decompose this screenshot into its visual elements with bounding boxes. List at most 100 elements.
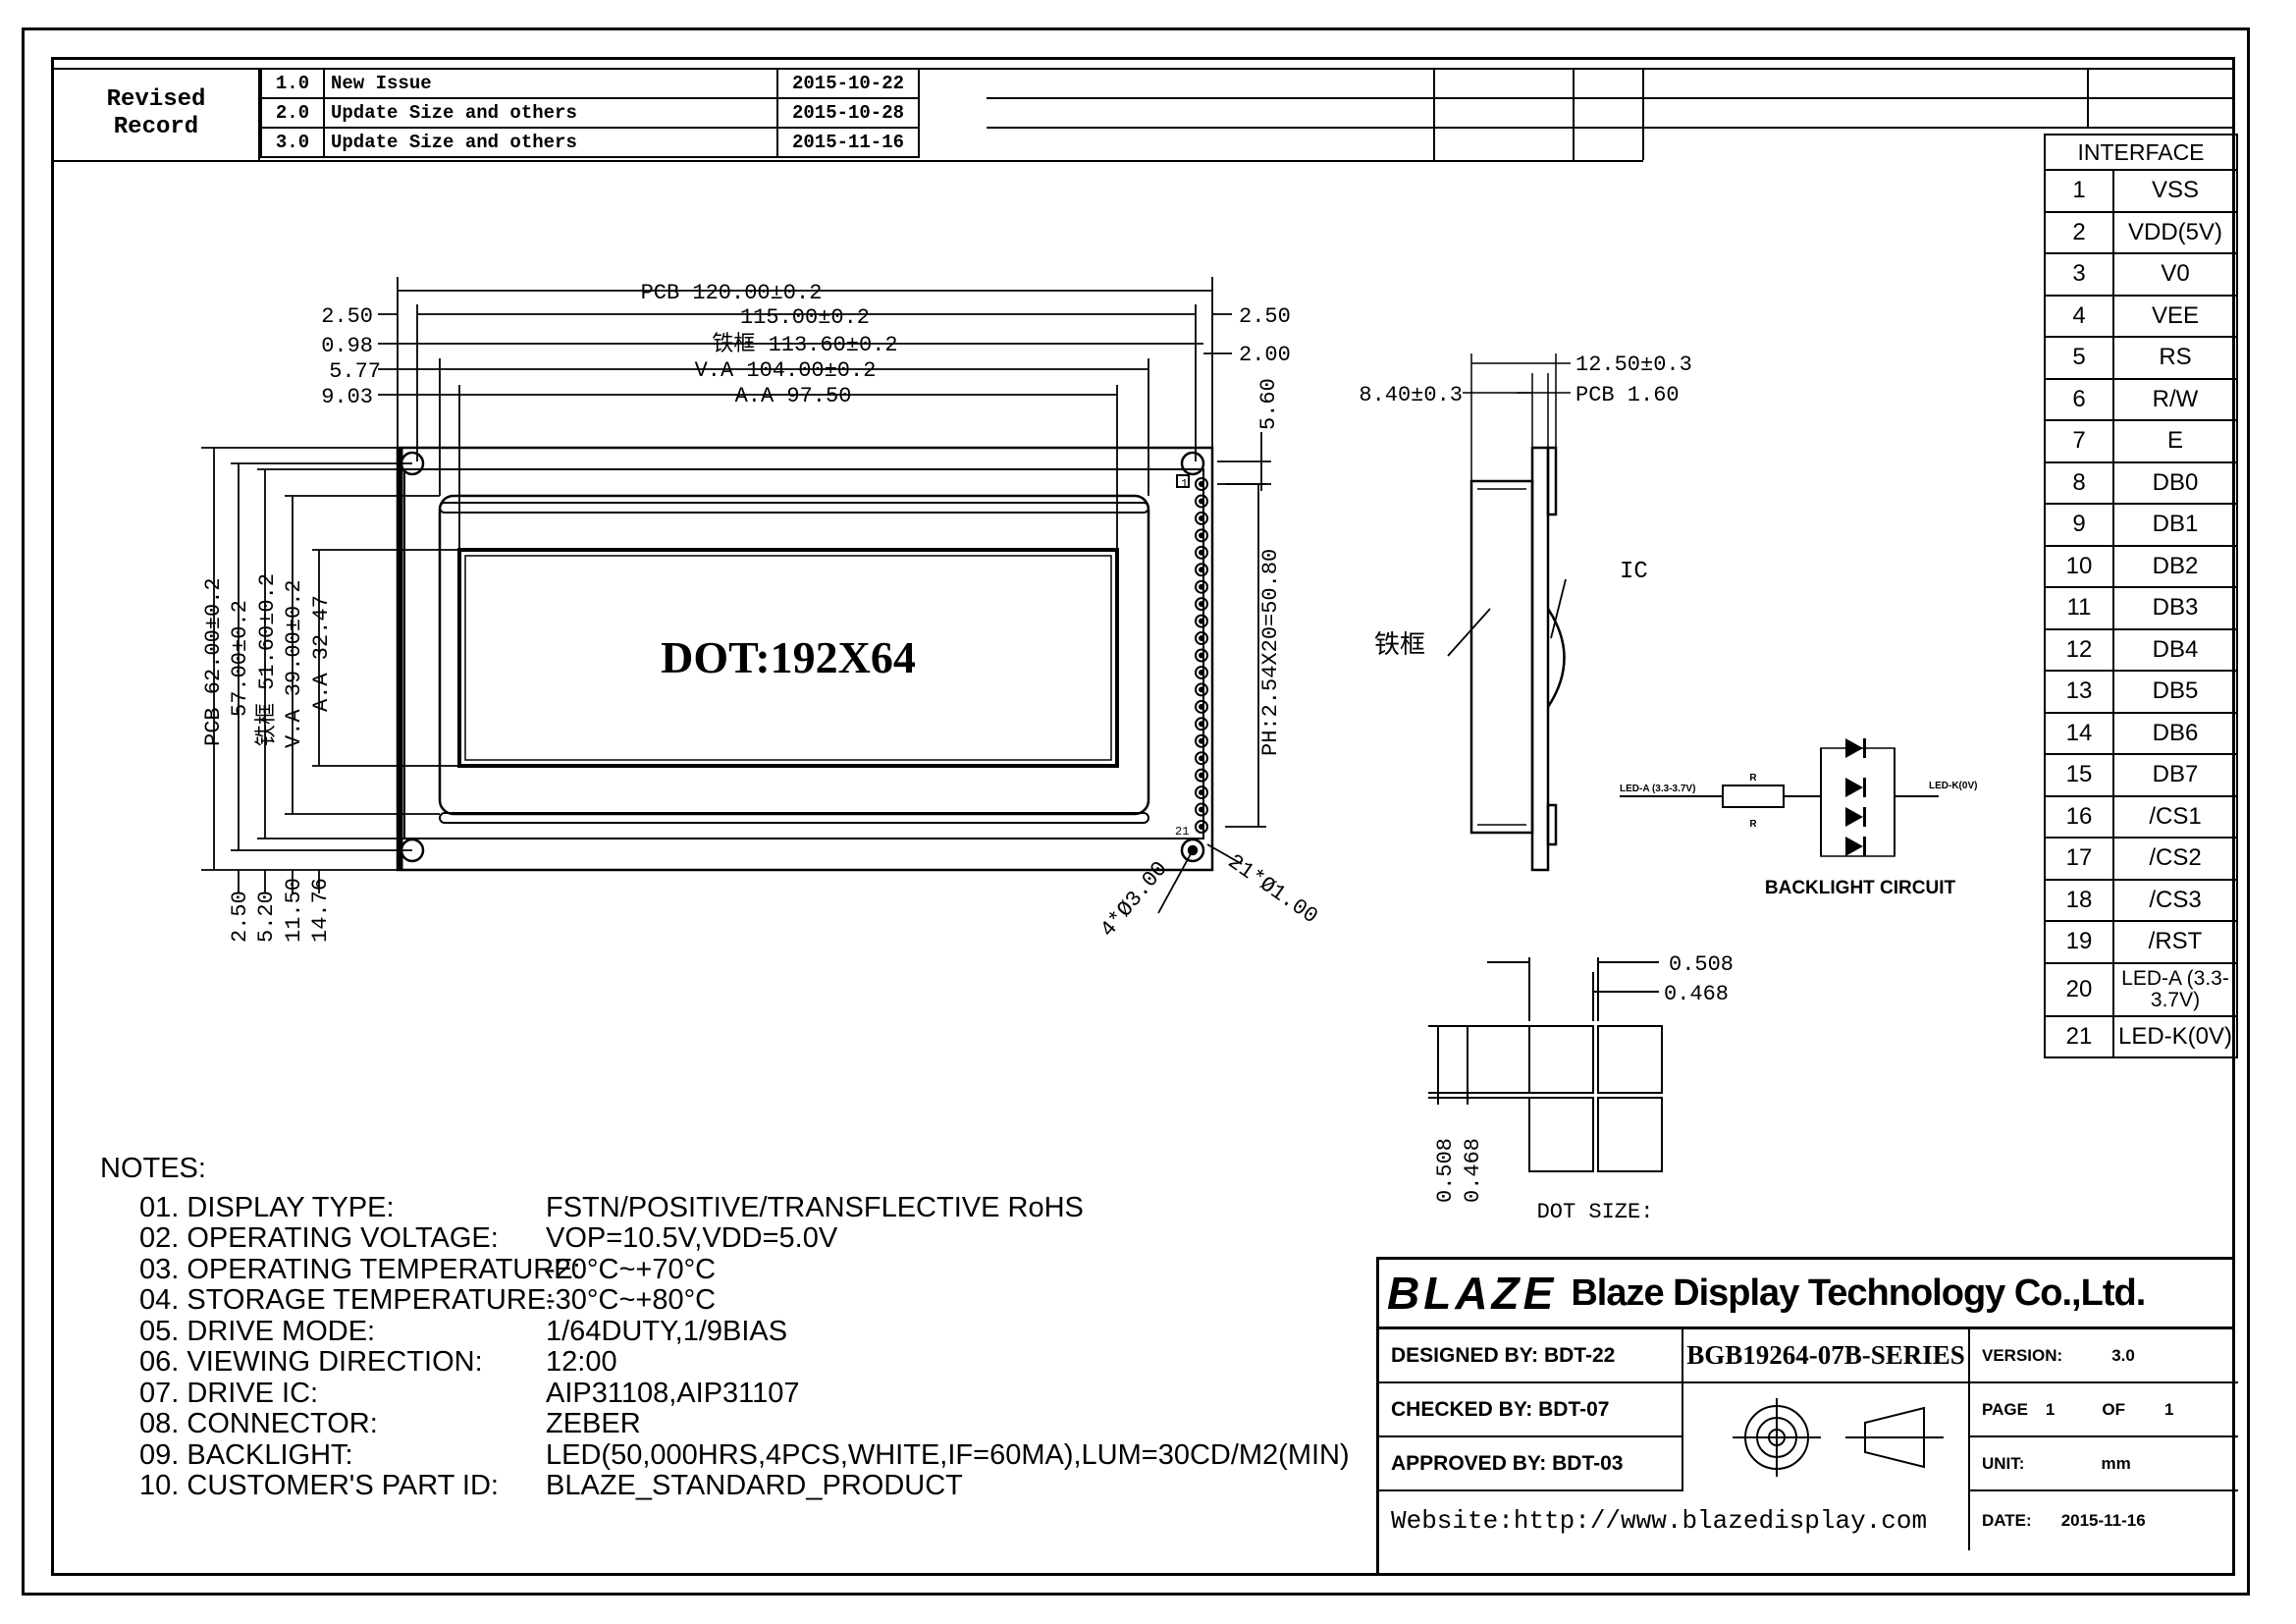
- note-value: AIP31108,AIP31107: [546, 1377, 800, 1409]
- note-key: 01. DISPLAY TYPE:: [139, 1191, 395, 1223]
- dim-frame-height: 铁框 51.60±0.2: [254, 573, 280, 746]
- side-dim-frame: 8.40±0.3: [1359, 383, 1463, 407]
- pin-hole: [1199, 772, 1204, 779]
- side-view: [1447, 353, 1571, 872]
- dim-115: 115.00±0.2: [740, 305, 870, 330]
- projection-symbol: [1733, 1398, 1944, 1477]
- pin-number: 9: [2044, 503, 2114, 547]
- pin-number: 4: [2044, 294, 2114, 338]
- pin-signal: /CS1: [2112, 794, 2238, 839]
- note-item: 05. DRIVE MODE:1/64DUTY,1/9BIAS: [100, 1315, 1350, 1348]
- note-item: 04. STORAGE TEMPERATURE:-30°C~+80°C: [100, 1284, 1350, 1317]
- pin-hole: [1199, 721, 1204, 728]
- pin-number: 21: [2044, 1014, 2114, 1058]
- drawing-outer-border: [22, 27, 2250, 1596]
- note-item: 01. DISPLAY TYPE: FSTN/POSITIVE/TRANSFLEC…: [100, 1191, 1350, 1224]
- pin-hole: [1199, 737, 1204, 744]
- offset-bottom-4: 14.76: [308, 878, 333, 943]
- pin-pad: [1195, 477, 1208, 491]
- pin-hole: [1199, 686, 1204, 693]
- mount-hole: [1180, 838, 1205, 863]
- dot-width-label: 0.468: [1664, 982, 1729, 1006]
- offset-left-3: 5.77: [329, 359, 381, 384]
- dim-57: 57.00±0.2: [228, 600, 252, 717]
- note-value: FSTN/POSITIVE/TRANSFLECTIVE RoHS: [546, 1191, 1084, 1223]
- note-key: 07. DRIVE IC:: [139, 1377, 319, 1409]
- pin-number: 7: [2044, 419, 2114, 463]
- pin-pad: [1195, 802, 1208, 817]
- revision-label: Revised Record: [106, 86, 206, 140]
- revision-description: Update Size and others: [323, 127, 778, 158]
- pin-signal: DB6: [2112, 711, 2238, 755]
- note-key: 05. DRIVE MODE:: [139, 1315, 376, 1347]
- pin-hole: [1199, 514, 1204, 521]
- pin-signal: /RST: [2112, 920, 2238, 964]
- pin-hole: [1199, 789, 1204, 796]
- pcb-outline: [396, 446, 1214, 872]
- part-number: BGB19264-07B-SERIES: [1683, 1329, 1968, 1383]
- pin-pad: [1195, 717, 1208, 731]
- note-key: 08. CONNECTOR:: [139, 1408, 378, 1439]
- pin-pad: [1195, 733, 1208, 748]
- led-anode-label: LED-A (3.3-3.7V): [1620, 784, 1695, 794]
- dim-aa-height: A.A 32.47: [309, 595, 334, 712]
- backlight-caption: BACKLIGHT CIRCUIT: [1765, 878, 1956, 898]
- website: Website:http://www.blazedisplay.com: [1391, 1506, 1928, 1536]
- pin-number: 10: [2044, 544, 2114, 588]
- pin-signal: DB2: [2112, 544, 2238, 588]
- company-logo: BLAZE: [1387, 1268, 1558, 1319]
- pin-number: 17: [2044, 837, 2114, 881]
- pin-signal: DB4: [2112, 627, 2238, 672]
- pin-pad: [1195, 597, 1208, 612]
- note-value: BLAZE_STANDARD_PRODUCT: [546, 1470, 963, 1501]
- dot-vwidth-label: 0.468: [1461, 1138, 1485, 1203]
- checked-by: CHECKED BY: BDT-07: [1379, 1383, 1683, 1437]
- pin-number: 11: [2044, 586, 2114, 630]
- pin-number: 5: [2044, 336, 2114, 380]
- pin-pad: [1195, 682, 1208, 697]
- pin-signal: DB7: [2112, 753, 2238, 797]
- interface-row: 16/CS1: [2044, 794, 2238, 839]
- revision-date: 2015-10-22: [776, 68, 920, 99]
- pin-pitch-dim: PH:2.54X20=50.80: [1258, 549, 1283, 756]
- active-area-inner: [464, 555, 1112, 761]
- revision-description: Update Size and others: [323, 97, 778, 129]
- interface-row: 19/RST: [2044, 920, 2238, 964]
- revision-number: 2.0: [260, 97, 325, 129]
- note-value: VOP=10.5V,VDD=5.0V: [546, 1222, 838, 1254]
- note-item: 09. BACKLIGHT:LED(50,000HRS,4PCS,WHITE,I…: [100, 1439, 1350, 1472]
- top-dimension-lines: [201, 277, 1271, 914]
- pin-pad: [1195, 820, 1208, 834]
- offset-right-2: 2.00: [1239, 343, 1291, 367]
- pin-pad: [1195, 494, 1208, 509]
- top-slot: [439, 502, 1149, 514]
- dot-size-diagram: [1428, 957, 1663, 1172]
- page-value: 1: [2045, 1399, 2056, 1419]
- pin-pad: [1195, 751, 1208, 766]
- version-value: 3.0: [2111, 1345, 2135, 1365]
- dim-pcb-height: PCB 62.00±0.2: [201, 577, 226, 746]
- note-item: 07. DRIVE IC: AIP31108,AIP31107: [100, 1377, 1350, 1410]
- offset-left-4: 9.03: [321, 385, 373, 409]
- note-key: 03. OPERATING TEMPERATURE:: [139, 1253, 581, 1285]
- offset-bottom-1: 2.50: [228, 891, 252, 943]
- pin-signal: LED-K(0V): [2112, 1014, 2238, 1058]
- pin-pad: [1195, 785, 1208, 800]
- unit-value: mm: [2101, 1453, 2131, 1473]
- pin-signal: DB1: [2112, 503, 2238, 547]
- pin-pad: [1195, 511, 1208, 525]
- dim-frame-width: 铁框 113.60±0.2: [712, 332, 897, 357]
- backlight-leds: [1845, 738, 1866, 856]
